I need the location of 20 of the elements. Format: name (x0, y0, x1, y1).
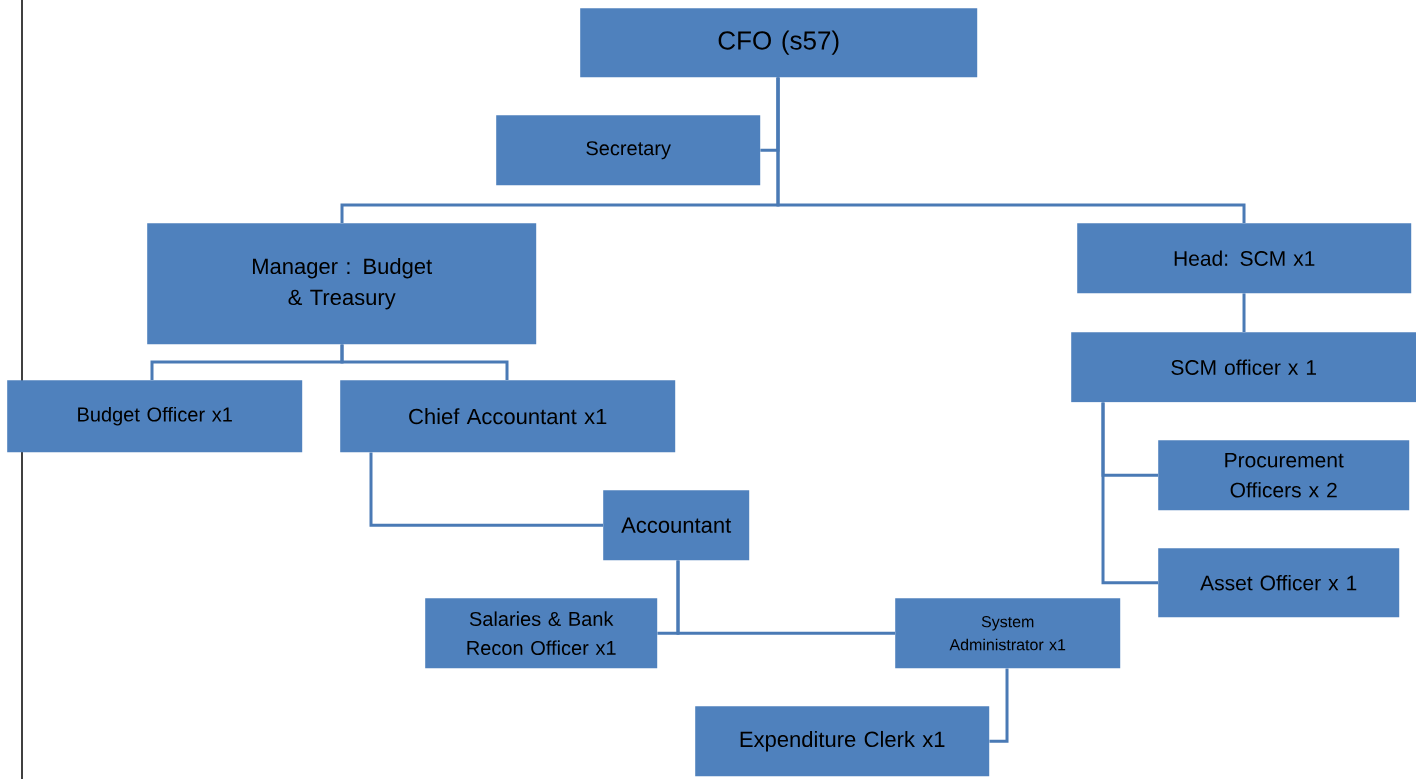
org-box: Chief Accountant x1 (340, 380, 676, 453)
org-box: System Administrator x1 (895, 598, 1121, 669)
connector-line (676, 560, 895, 635)
org-box: Salaries & Bank Recon Officer x1 (425, 598, 658, 669)
org-box: Accountant (603, 490, 750, 561)
org-box: Asset Officer x 1 (1158, 548, 1400, 618)
org-box: Secretary (496, 115, 761, 186)
connector-line (1101, 402, 1158, 585)
org-box: Expenditure Clerk x1 (695, 706, 990, 777)
connector-line (776, 77, 1246, 223)
org-box: SCM officer x 1 (1071, 332, 1416, 403)
org-box: Budget Officer x1 (7, 380, 303, 453)
connector-line (340, 344, 509, 380)
org-box: Procurement Officers x 2 (1158, 440, 1410, 511)
connector-line (1242, 293, 1246, 332)
org-box: CFO (s57) (580, 8, 978, 78)
org-box: Head: SCM x1 (1077, 223, 1412, 294)
connector-line (369, 452, 603, 527)
org-box: Manager : Budget & Treasury (147, 223, 537, 345)
connector-line (989, 668, 1009, 743)
